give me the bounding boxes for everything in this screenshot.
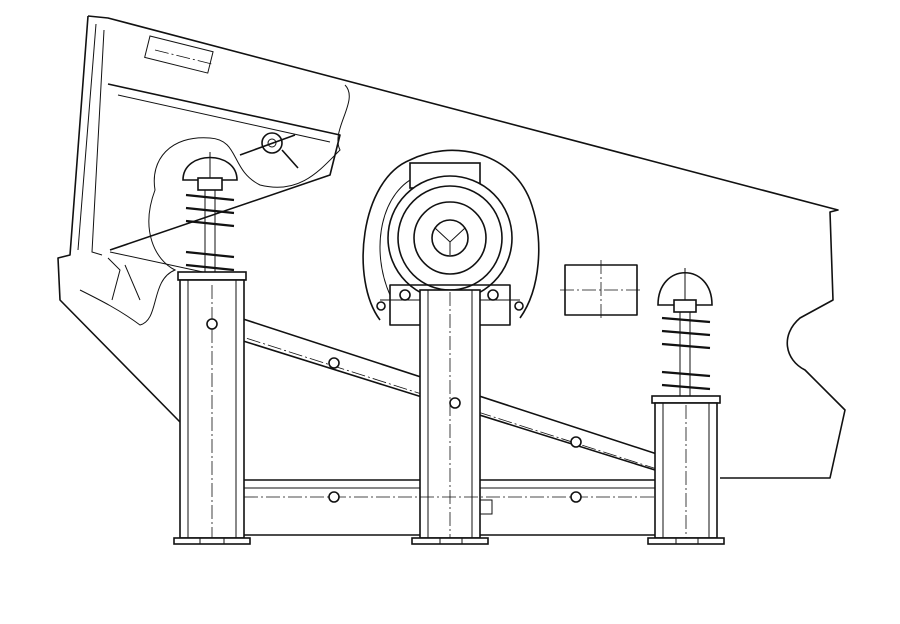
support-legs [179,279,718,540]
foot-plates [173,537,725,545]
screen-body [57,15,846,479]
left-spring [177,152,247,281]
right-spring [651,268,721,404]
exciter-motor [362,149,540,326]
base-beam [244,479,655,536]
